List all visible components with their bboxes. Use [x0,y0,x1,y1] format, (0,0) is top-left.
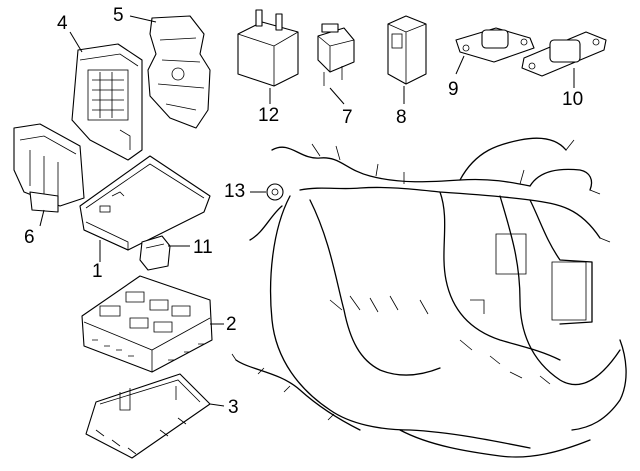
leader-9 [455,55,465,75]
leader-4 [69,31,83,53]
leader-3 [209,403,225,407]
callout-6: 6 [24,227,35,248]
part-6-module[interactable] [13,123,85,213]
part-11-relay[interactable] [139,235,171,271]
part-10-strip-fuse[interactable] [521,31,607,77]
callout-13: 13 [224,181,246,202]
part-8-cartridge-fuse[interactable] [387,15,427,85]
leader-6 [39,209,45,227]
part-4-control-module[interactable] [71,43,143,161]
wiring-harness[interactable] [231,137,627,458]
callout-12: 12 [258,105,280,126]
part-12-relay[interactable] [237,9,299,87]
leader-7 [329,87,345,105]
callout-10: 10 [562,89,584,110]
callout-9: 9 [448,79,459,100]
callout-5: 5 [113,5,124,26]
callout-7: 7 [342,107,353,128]
callout-3: 3 [228,397,239,418]
part-9-strip-fuse[interactable] [455,27,535,63]
leader-5 [129,15,157,23]
callout-11: 11 [193,237,213,258]
callout-1: 1 [92,261,103,282]
part-3-lower-tray[interactable] [85,373,211,459]
callout-2: 2 [226,314,237,335]
callout-8: 8 [396,107,407,128]
part-1-fuse-box-cover[interactable] [79,155,211,251]
part-7-blade-fuse[interactable] [317,23,355,86]
callout-4: 4 [57,13,68,34]
part-5-bracket[interactable] [147,15,211,129]
part-2-fuse-block[interactable] [81,275,213,373]
part-13-grommet[interactable] [266,183,284,201]
